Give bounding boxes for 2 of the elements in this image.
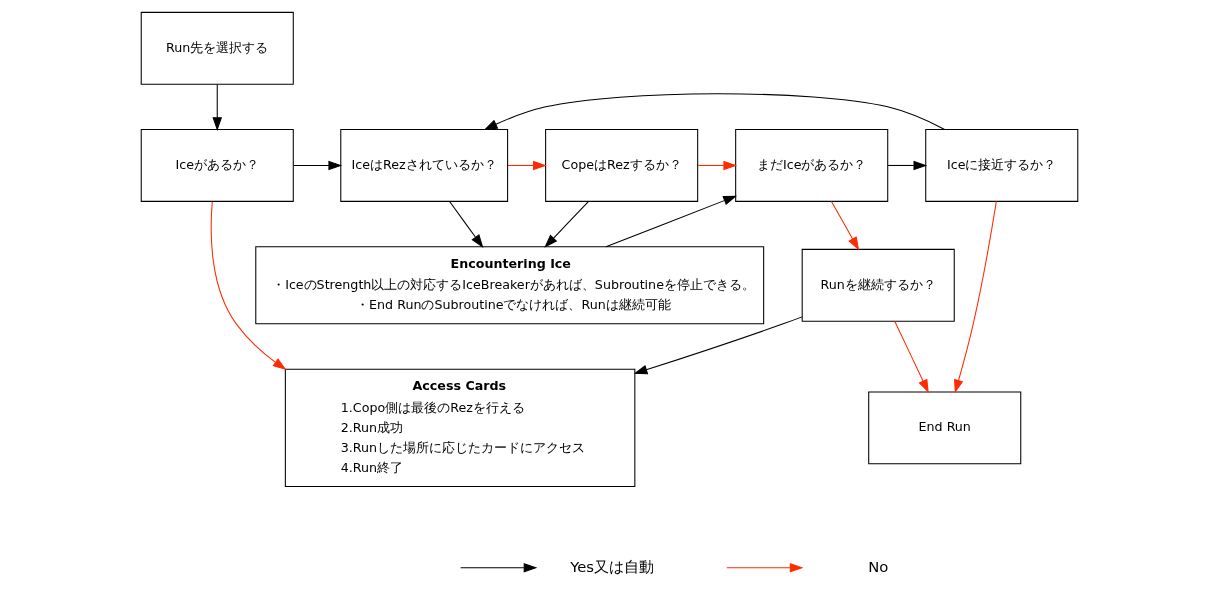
legend-label: Yes又は自動 xyxy=(569,557,654,575)
legend-label: No xyxy=(867,557,888,575)
